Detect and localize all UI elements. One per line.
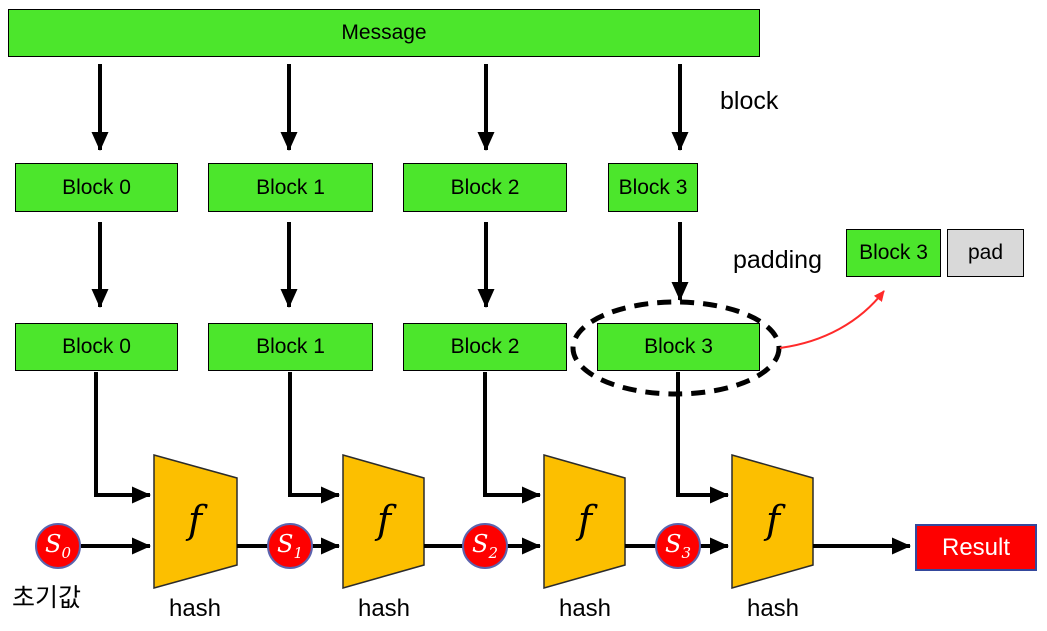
f2-label: f bbox=[577, 498, 593, 542]
compression-f0-shape bbox=[153, 454, 238, 589]
block1-row1-label: Block 1 bbox=[256, 175, 325, 199]
block1-row1: Block 1 bbox=[208, 163, 373, 212]
block3-to-f-arrow bbox=[676, 372, 729, 504]
compression-f1-shape bbox=[342, 454, 425, 589]
block0-row1-label: Block 0 bbox=[62, 175, 131, 199]
s3-sub: 3 bbox=[681, 544, 691, 562]
block2-to-f-arrow bbox=[483, 372, 541, 504]
result-box: Result bbox=[915, 524, 1037, 571]
hash1-label: hash bbox=[357, 595, 411, 622]
hash2-label: hash bbox=[558, 595, 612, 622]
s1-base: S bbox=[277, 530, 294, 558]
compression-f3-shape bbox=[731, 454, 814, 589]
block2-row1-label: Block 2 bbox=[450, 175, 520, 199]
block0-row1: Block 0 bbox=[15, 163, 178, 212]
padded-block3-label: Block 3 bbox=[859, 241, 928, 264]
compression-f2-shape bbox=[543, 454, 626, 589]
block2-row2: Block 2 bbox=[403, 323, 567, 371]
f0-label: f bbox=[187, 498, 203, 542]
state-s1-circle: S1 bbox=[267, 523, 313, 569]
padding-annotation-arrow bbox=[779, 290, 885, 349]
block3-row1-label: Block 3 bbox=[618, 175, 688, 199]
f1-label: f bbox=[376, 498, 392, 542]
block1-to-f-arrow bbox=[288, 372, 340, 504]
padding-annotation: padding bbox=[733, 245, 822, 274]
result-label: Result bbox=[941, 533, 1011, 561]
s2-sub: 2 bbox=[488, 544, 498, 562]
block2-row2-label: Block 2 bbox=[450, 335, 520, 358]
pad-label: pad bbox=[967, 241, 1004, 264]
s0-sub: 0 bbox=[61, 544, 71, 562]
block0-to-f-arrow bbox=[94, 372, 151, 504]
padded-block3-box: Block 3 bbox=[846, 229, 941, 277]
block3-row2-label: Block 3 bbox=[644, 335, 713, 358]
block3-row2: Block 3 bbox=[597, 323, 760, 371]
block3-row1: Block 3 bbox=[608, 163, 698, 212]
hash3-label: hash bbox=[746, 595, 800, 622]
s3-base: S bbox=[665, 530, 682, 558]
state-s0-circle: S0 bbox=[35, 523, 81, 569]
initial-value-label: 초기값 bbox=[12, 584, 82, 612]
block1-row2-label: Block 1 bbox=[256, 335, 325, 358]
hash0-label: hash bbox=[168, 595, 222, 622]
message-label: Message bbox=[341, 21, 427, 44]
message-bar: Message bbox=[8, 9, 760, 57]
s1-sub: 1 bbox=[293, 544, 303, 562]
state-s3-circle: S3 bbox=[655, 523, 701, 569]
f3-label: f bbox=[765, 498, 781, 542]
s0-base: S bbox=[45, 530, 62, 558]
state-s2-circle: S2 bbox=[462, 523, 508, 569]
s2-base: S bbox=[472, 530, 489, 558]
block0-row2: Block 0 bbox=[15, 323, 178, 371]
block2-row1: Block 2 bbox=[403, 163, 567, 212]
block-annotation: block bbox=[720, 86, 779, 115]
block1-row2: Block 1 bbox=[208, 323, 373, 371]
block0-row2-label: Block 0 bbox=[62, 335, 131, 358]
pad-box: pad bbox=[947, 229, 1024, 277]
